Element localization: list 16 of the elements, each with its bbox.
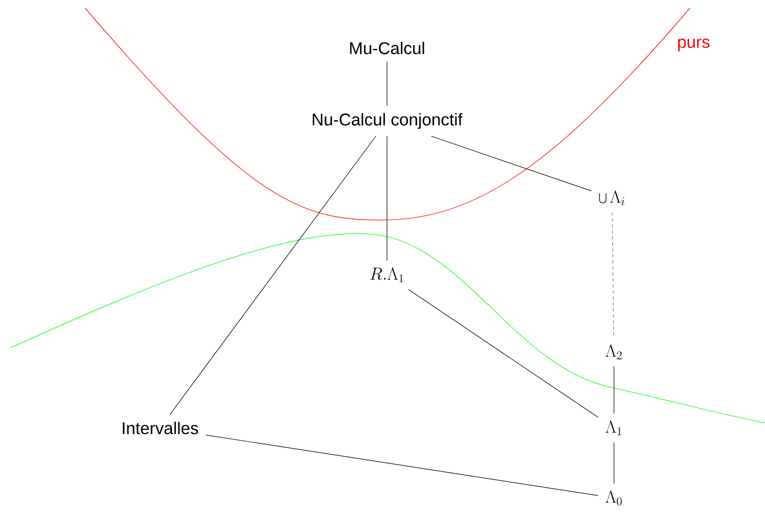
node-label: $\Lambda_0$ bbox=[606, 490, 622, 506]
node-label: $\Lambda_2$ bbox=[606, 344, 622, 360]
connector-line bbox=[386, 136, 388, 261]
connector-line bbox=[206, 434, 598, 496]
connector-line bbox=[612, 212, 614, 338]
node-label: $R.\Lambda_1$ bbox=[370, 267, 404, 282]
node-label: Nu-Calcul conjonctif bbox=[312, 113, 463, 129]
connector-line bbox=[408, 289, 598, 418]
connector-line bbox=[430, 136, 592, 192]
node-label: Intervalles bbox=[122, 422, 198, 434]
connector-line bbox=[386, 61, 388, 106]
node-label: Mu-Calcul bbox=[350, 42, 424, 54]
connector-line bbox=[170, 136, 376, 415]
node-label: $\bigcup\Lambda_i$ bbox=[599, 190, 624, 206]
node-label: $\Lambda_1$ bbox=[606, 420, 622, 436]
curve-label: purs bbox=[678, 38, 710, 52]
